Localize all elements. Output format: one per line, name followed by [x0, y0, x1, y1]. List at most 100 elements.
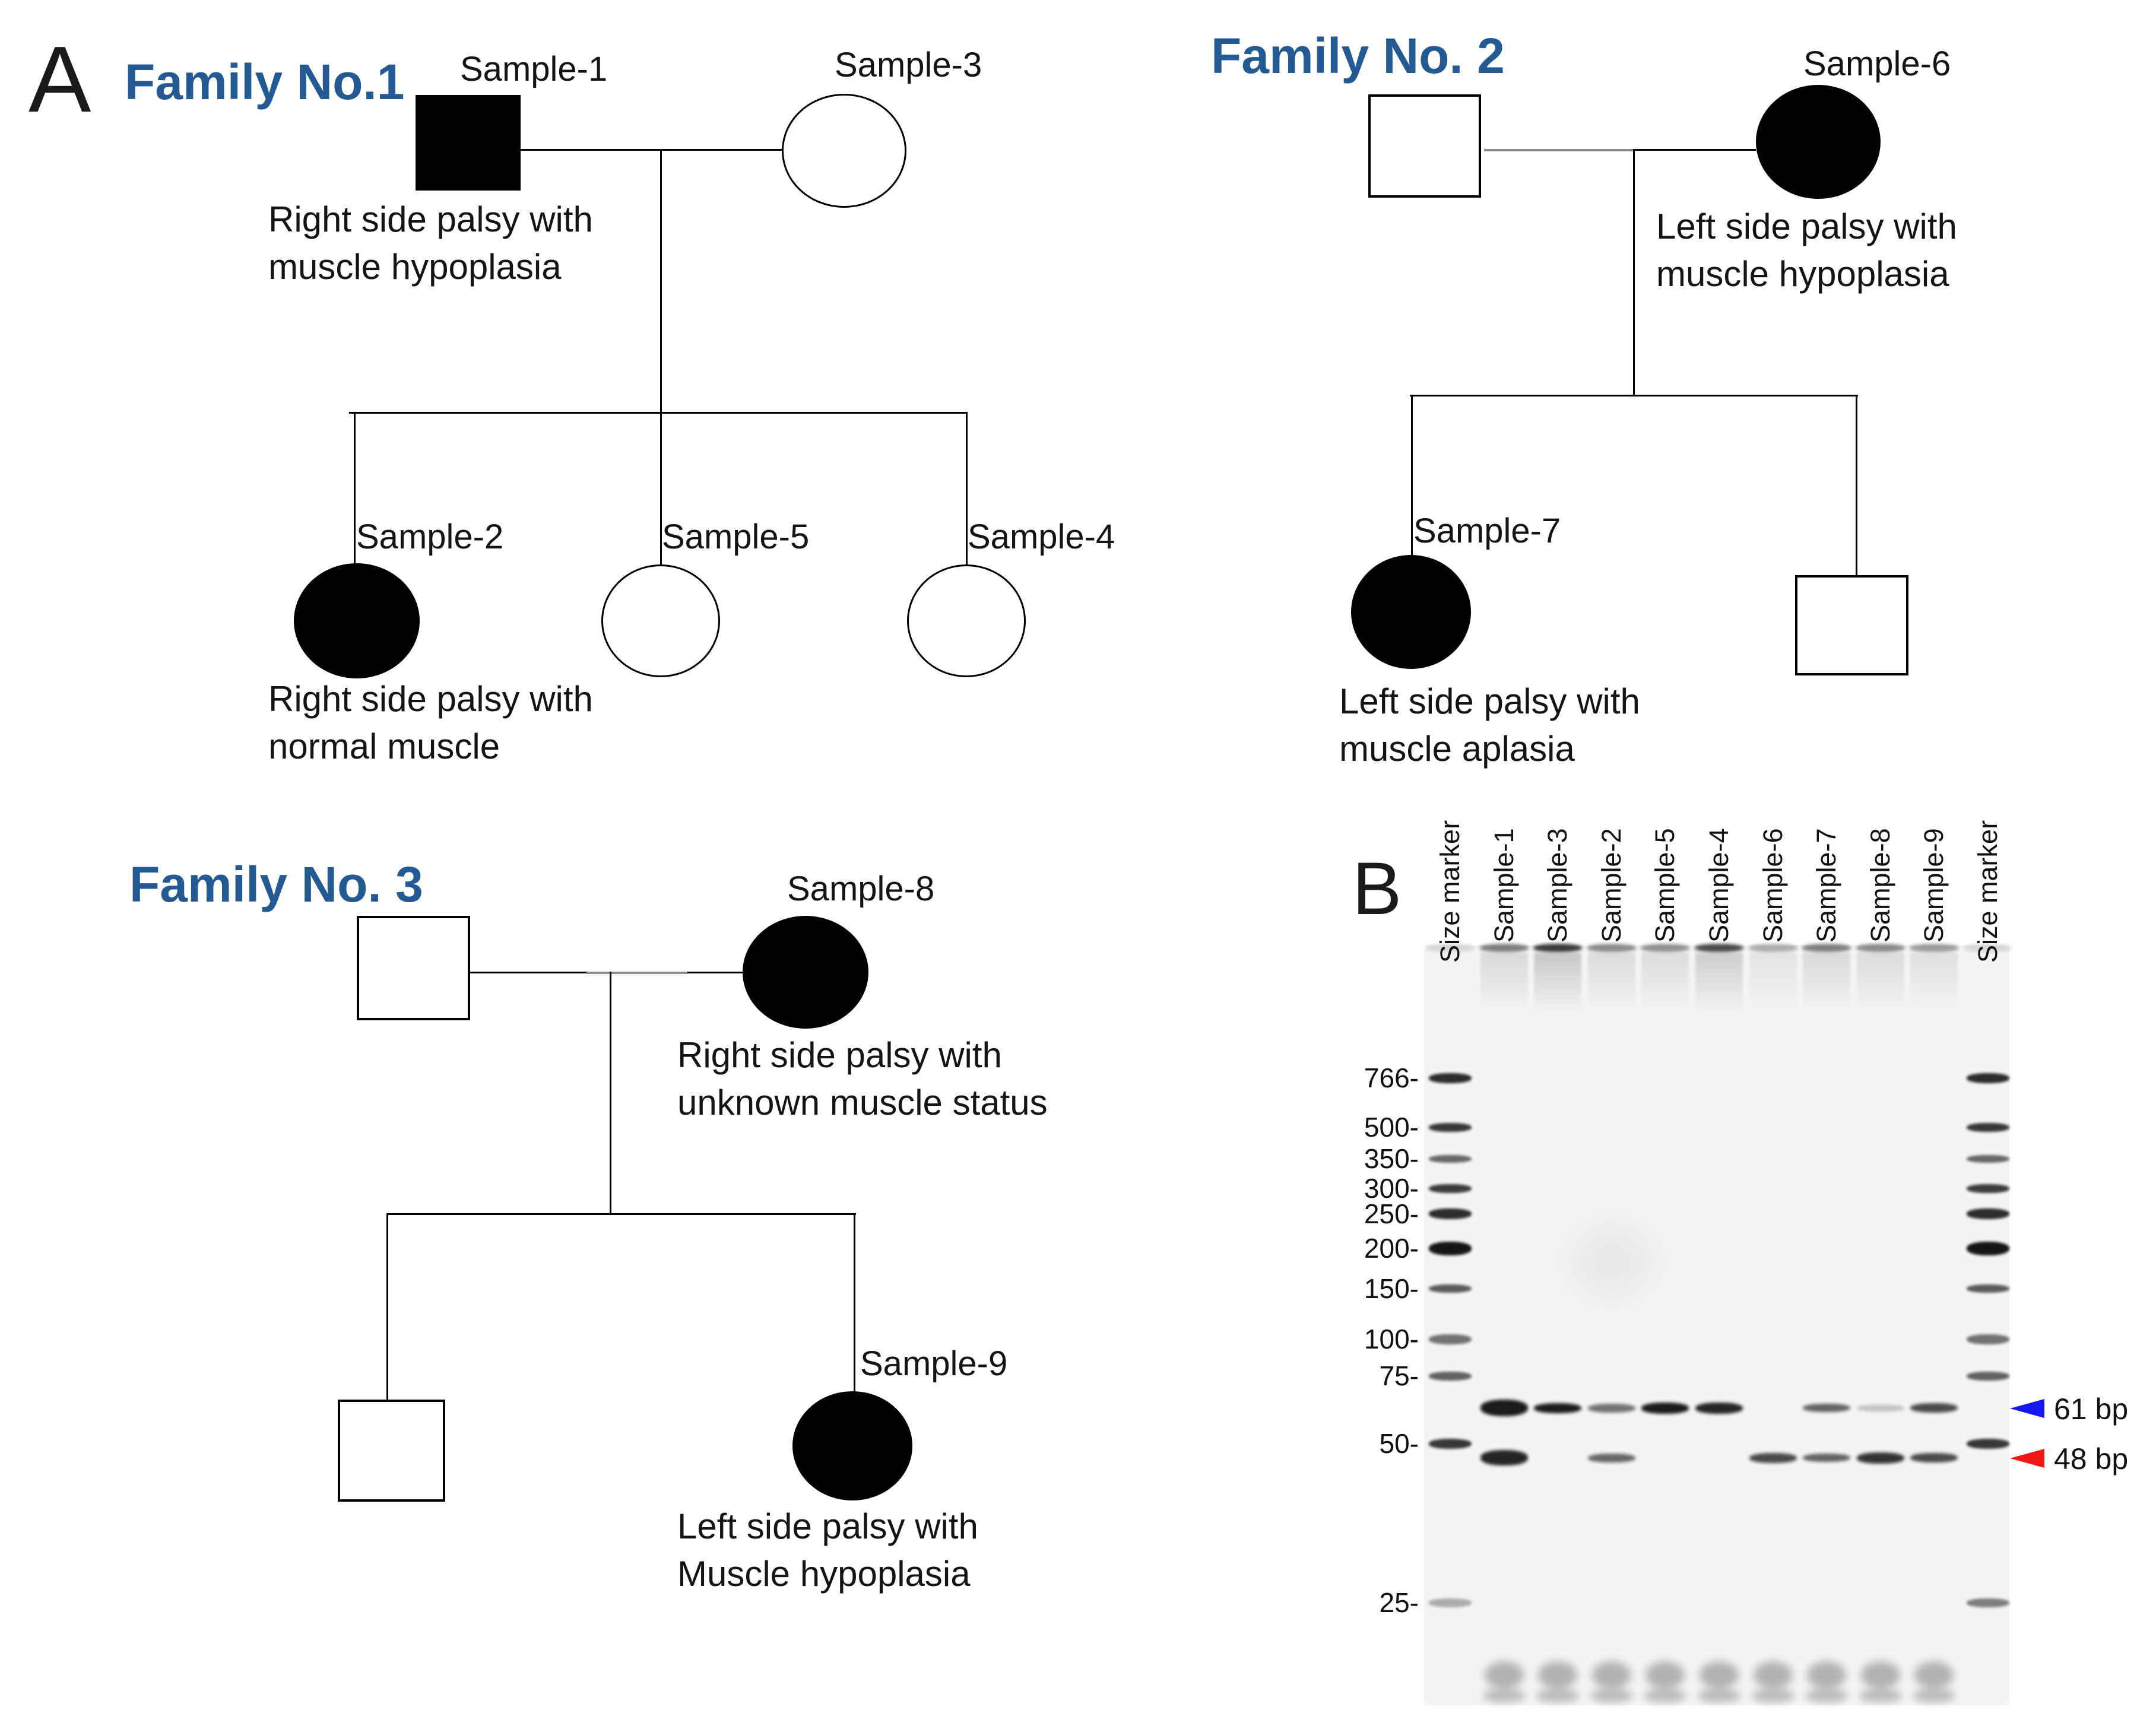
family2-sample7-caption: Left side palsy with muscle aplasia [1339, 681, 1640, 769]
family1-drop-line-2 [660, 412, 662, 565]
size-label-200: 200- [1364, 1233, 1419, 1264]
family2-sibling-bar [1410, 395, 1858, 396]
gel-lane-label: Sample-9 [1919, 828, 1949, 943]
size-label-50: 50- [1379, 1428, 1419, 1459]
gel-primer-blob [1591, 1661, 1631, 1689]
ladder-band-300 [1967, 1184, 2009, 1193]
family1-mother-symbol [782, 94, 906, 208]
family1-father-symbol-affected [416, 95, 521, 191]
ladder-band-50 [1967, 1438, 2009, 1449]
family2-father-symbol [1368, 94, 1481, 198]
family2-title: Family No. 2 [1211, 28, 1505, 84]
family1-title: Family No.1 [125, 54, 405, 110]
gel-primer-blob [1859, 1689, 1902, 1703]
gel-primer-blob [1807, 1661, 1847, 1689]
gel-band-61bp [1856, 1404, 1904, 1411]
family1-drop-line-1 [354, 412, 356, 565]
family2-descent-line [1633, 149, 1635, 396]
gel-well-smear [1587, 953, 1635, 1013]
gel-well-band [1695, 944, 1743, 952]
gel-well-smear [1534, 953, 1582, 1013]
gel-lane-label: Size marker [1435, 820, 1465, 963]
gel-lane-label: Sample-6 [1757, 828, 1788, 943]
gel-primer-blob [1913, 1689, 1956, 1703]
family1-sample4-label: Sample-4 [968, 518, 1115, 556]
gel-primer-blob [1860, 1661, 1900, 1689]
size-label-100: 100- [1364, 1324, 1419, 1354]
gel-lane-label: Sample-2 [1596, 828, 1626, 943]
gel-lane-label: Sample-3 [1542, 828, 1573, 943]
48bp-arrow-icon [2010, 1449, 2044, 1468]
gel-band-61bp [1910, 1403, 1958, 1413]
family1-sample2-symbol-affected [294, 563, 420, 678]
gel-primer-blob [1536, 1689, 1580, 1703]
gel-band-61bp [1480, 1400, 1528, 1416]
gel-well-band [1748, 944, 1797, 952]
gel-well-band [1587, 944, 1636, 952]
ladder-band-350 [1967, 1154, 2009, 1163]
family3-title: Family No. 3 [129, 856, 423, 912]
ladder-band-250 [1967, 1208, 2009, 1219]
family3-sample9-caption: Left side palsy with Muscle hypoplasia [677, 1506, 978, 1594]
family1-sibling-bar [349, 412, 968, 414]
family3-sample8-label: Sample-8 [787, 870, 935, 908]
family1-sample4-symbol [907, 564, 1026, 677]
ladder-band-350 [1429, 1154, 1472, 1163]
48bp-label: 48 bp [2054, 1442, 2129, 1476]
family1-sample2-caption: Right side palsy with normal muscle [268, 679, 593, 766]
family2-sample6-caption: Left side palsy with muscle hypoplasia [1656, 207, 1957, 294]
ladder-band-75 [1429, 1371, 1472, 1381]
size-label-25: 25- [1379, 1587, 1419, 1618]
family3-sibling-bar [388, 1213, 856, 1215]
family3-sample9-symbol-affected [792, 1391, 912, 1500]
ladder-band-200 [1429, 1241, 1472, 1255]
family3-drop-line-2 [854, 1213, 855, 1392]
family3-sample9-label: Sample-9 [860, 1344, 1008, 1383]
family3-sample8-symbol-affected [743, 916, 868, 1029]
family1-sample2-label: Sample-2 [356, 518, 504, 556]
family2-marriage-line [1634, 149, 1756, 151]
gel-well-band [1856, 944, 1905, 952]
gel-well-band [1479, 944, 1529, 952]
family3-sample8-caption: Right side palsy with unknown muscle sta… [677, 1035, 1048, 1122]
gel-band-61bp [1641, 1402, 1689, 1414]
gel-well-band [1641, 944, 1690, 952]
gel-background-haze [1520, 1181, 1704, 1341]
61bp-label: 61 bp [2054, 1392, 2129, 1426]
family1-sample5-symbol [601, 564, 720, 677]
ladder-band-200 [1967, 1241, 2009, 1255]
family2-drop-line-2 [1856, 395, 1857, 576]
gel-lane-label: Sample-8 [1865, 828, 1895, 943]
gel-well-smear [1641, 953, 1689, 1013]
ladder-band-25 [1429, 1598, 1472, 1607]
gel-primer-blob [1538, 1661, 1578, 1689]
ladder-band-75 [1967, 1371, 2009, 1381]
gel-primer-blob [1753, 1661, 1793, 1689]
gel-primer-blob [1700, 1661, 1739, 1689]
gel-primer-blob [1644, 1689, 1687, 1703]
ladder-band-25 [1967, 1598, 2009, 1607]
family1-sample1-label: Sample-1 [460, 50, 608, 88]
family2-drop-line-1 [1411, 395, 1413, 556]
size-label-350: 350- [1364, 1143, 1419, 1174]
gel-well-smear [1749, 953, 1797, 1013]
ladder-band-100 [1429, 1334, 1472, 1344]
gel-lane-label: Size marker [1973, 820, 2003, 963]
family1-sample3-label: Sample-3 [835, 46, 982, 84]
size-label-300: 300- [1364, 1173, 1419, 1204]
size-label-766: 766- [1364, 1062, 1419, 1093]
family1-sample5-label: Sample-5 [662, 518, 810, 556]
gel-primer-blob [1484, 1661, 1524, 1689]
family1-sample1-caption: Right side palsy with muscle hypoplasia [268, 199, 593, 287]
61bp-arrow-icon [2010, 1399, 2044, 1418]
family2-sample7-symbol-affected [1351, 555, 1471, 669]
gel-band-61bp [1534, 1403, 1582, 1413]
family3-marriage-line-b [687, 972, 743, 973]
gel-primer-blob [1698, 1689, 1740, 1703]
ladder-band-500 [1429, 1122, 1472, 1132]
family2-marriage-line-gray [1484, 149, 1634, 151]
ladder-band-100 [1967, 1334, 2009, 1344]
ladder-band-500 [1967, 1122, 2009, 1132]
gel-well-smear [1910, 953, 1958, 1013]
